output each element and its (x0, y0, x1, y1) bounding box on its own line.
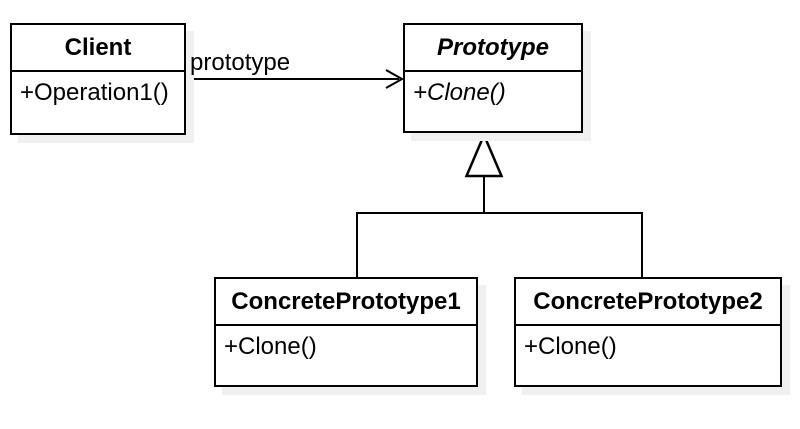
class-box-concrete-prototype2: ConcretePrototype2 +Clone() (514, 277, 782, 387)
generalization-branch-line (356, 212, 643, 278)
class-name-client: Client (12, 25, 184, 72)
class-name-concrete-prototype2: ConcretePrototype2 (516, 279, 780, 326)
association-label: prototype (190, 49, 291, 76)
class-box-client: Client +Operation1() (10, 23, 186, 135)
class-methods-concrete-prototype1: +Clone() (216, 326, 476, 385)
class-name-prototype: Prototype (405, 25, 581, 72)
class-box-concrete-prototype1: ConcretePrototype1 +Clone() (214, 277, 478, 387)
class-methods-client: +Operation1() (12, 72, 184, 133)
method-concrete-prototype2-clone: +Clone() (524, 333, 617, 360)
class-box-prototype: Prototype +Clone() (403, 23, 583, 133)
generalization-triangle-icon (464, 131, 504, 178)
class-methods-prototype: +Clone() (405, 72, 581, 131)
class-name-concrete-prototype1: ConcretePrototype1 (216, 279, 476, 326)
method-prototype-clone: +Clone() (413, 79, 506, 106)
method-client-operation1: +Operation1() (20, 79, 169, 106)
method-concrete-prototype1-clone: +Clone() (224, 333, 317, 360)
class-methods-concrete-prototype2: +Clone() (516, 326, 780, 385)
association-open-arrowhead-icon (385, 69, 405, 89)
